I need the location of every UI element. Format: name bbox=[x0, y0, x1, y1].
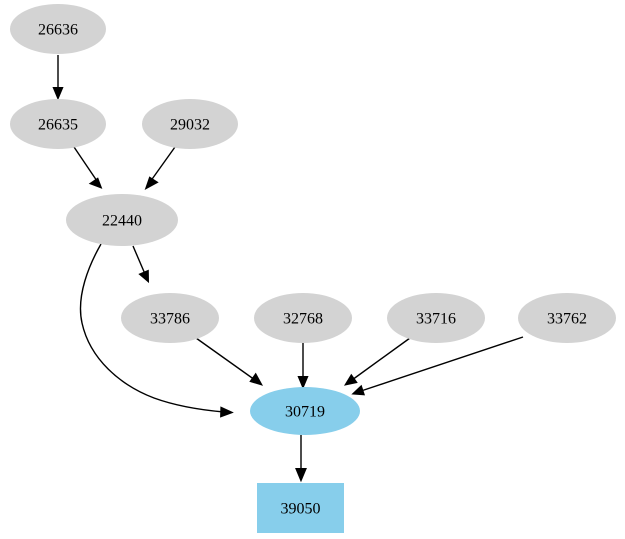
node-22440-shape[interactable] bbox=[66, 194, 178, 246]
node-32768-shape[interactable] bbox=[254, 293, 352, 343]
edge-33716-30719 bbox=[343, 337, 411, 386]
node-26636[interactable]: 26636 bbox=[10, 4, 106, 54]
node-26636-shape[interactable] bbox=[10, 4, 106, 54]
node-29032[interactable]: 29032 bbox=[142, 99, 238, 149]
edge-22440-33786 bbox=[132, 245, 150, 284]
node-29032-shape[interactable] bbox=[142, 99, 238, 149]
node-33762[interactable]: 33762 bbox=[518, 293, 616, 343]
node-33716[interactable]: 33716 bbox=[387, 293, 485, 343]
node-33716-shape[interactable] bbox=[387, 293, 485, 343]
node-33762-shape[interactable] bbox=[518, 293, 616, 343]
edge-32768-30719 bbox=[297, 343, 309, 390]
edge-26635-22440 bbox=[73, 146, 103, 189]
edge-30719-39050 bbox=[295, 435, 307, 483]
edge-26636-26635 bbox=[52, 55, 64, 101]
node-26635-shape[interactable] bbox=[10, 99, 106, 149]
edges-layer bbox=[52, 55, 524, 483]
node-26635[interactable]: 26635 bbox=[10, 99, 106, 149]
node-30719[interactable]: 30719 bbox=[250, 387, 360, 435]
node-33786-shape[interactable] bbox=[121, 293, 219, 343]
node-39050[interactable]: 39050 bbox=[257, 483, 344, 533]
edge-33762-30719 bbox=[351, 336, 524, 396]
node-32768[interactable]: 32768 bbox=[254, 293, 352, 343]
node-39050-shape[interactable] bbox=[257, 483, 344, 533]
node-22440[interactable]: 22440 bbox=[66, 194, 178, 246]
edge-33786-30719 bbox=[195, 337, 264, 386]
node-30719-shape[interactable] bbox=[250, 387, 360, 435]
edge-22440-30719 bbox=[79, 243, 234, 418]
node-33786[interactable]: 33786 bbox=[121, 293, 219, 343]
edge-29032-22440 bbox=[144, 146, 176, 191]
nodes-layer: 26636 26635 29032 22440 33786 32768 bbox=[10, 4, 616, 533]
